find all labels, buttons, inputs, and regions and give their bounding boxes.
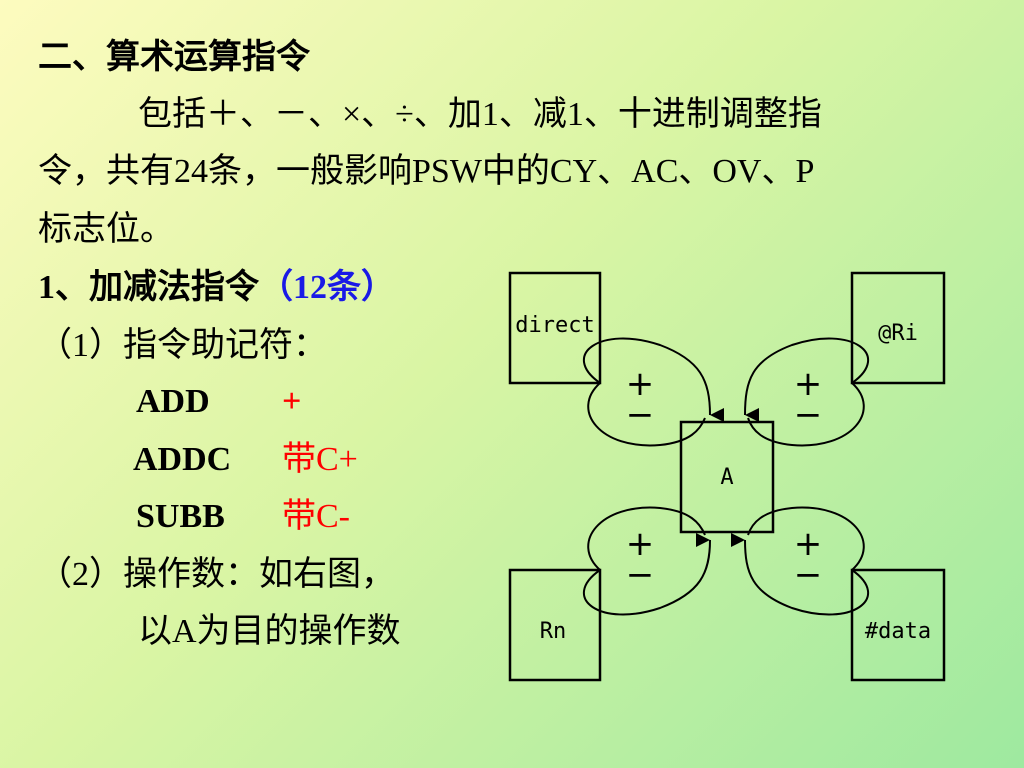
item-1-label: （1）指令助记符：: [38, 327, 327, 364]
direct-loop: [587, 382, 706, 447]
plus-sign-bottom-left: +: [626, 524, 655, 564]
indirect-box: [850, 271, 946, 385]
mnemonic-subb: SUBB: [136, 498, 225, 535]
direct-arrow: [583, 337, 725, 422]
plus-sign-top-right: +: [794, 364, 823, 404]
immediate-arrow: [730, 533, 869, 616]
indirect-box-label: @Ri: [878, 321, 918, 346]
item-2-label: （2）操作数：如右图，: [38, 556, 395, 593]
immediate-box-label: #data: [865, 619, 931, 644]
minus-sign-bottom-right: −: [794, 555, 823, 595]
mnemonic-add: ADD: [136, 383, 210, 420]
minus-sign-top-right: −: [794, 395, 823, 435]
immediate-box: [850, 568, 946, 682]
section-title: 1、加减法指令: [38, 269, 259, 306]
minus-sign-bottom-left: −: [626, 555, 655, 595]
register-box: [508, 568, 602, 682]
direct-box-label: direct: [515, 313, 594, 338]
indirect-arrow: [744, 337, 869, 423]
register-loop: [587, 506, 706, 571]
section-heading: 1、加减法指令（12条）: [38, 268, 395, 308]
intro-text-line-3: 标志位。: [38, 211, 174, 248]
minus-sign-top-left: −: [626, 395, 655, 435]
intro-text-line-2: 令，共有24条，一般影响PSW中的CY、AC、OV、P: [38, 153, 815, 190]
mnemonic-subb-desc: 带C-: [282, 498, 350, 535]
indirect-loop: [747, 382, 865, 447]
item-2-continuation: 以A为目的操作数: [138, 613, 401, 650]
page-title: 二、算术运算指令: [38, 39, 310, 76]
direct-box: [508, 271, 602, 385]
mnemonic-addc-desc: 带C+: [282, 441, 358, 478]
register-box-label: Rn: [540, 619, 567, 644]
plus-sign-top-left: +: [626, 364, 655, 404]
mnemonic-addc: ADDC: [133, 441, 232, 478]
register-arrow: [583, 532, 711, 616]
accumulator-box: [679, 420, 775, 534]
accumulator-box-label: A: [720, 465, 733, 490]
plus-sign-bottom-right: +: [794, 524, 823, 564]
mnemonic-add-desc: +: [282, 383, 302, 420]
section-count: （12条）: [259, 269, 395, 306]
immediate-loop: [747, 506, 865, 571]
intro-text-line-1: 包括＋、－、×、÷、加1、减1、十进制调整指: [138, 96, 822, 133]
